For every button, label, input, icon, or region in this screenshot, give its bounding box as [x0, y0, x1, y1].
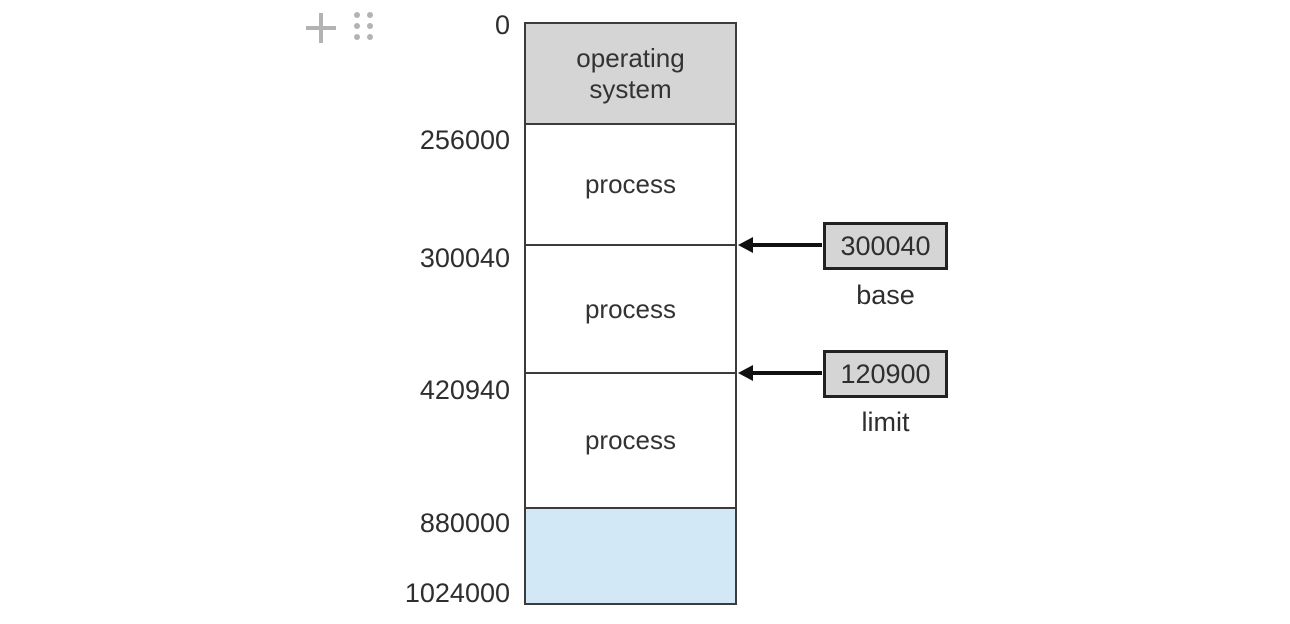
dot	[367, 12, 373, 18]
dot	[354, 34, 360, 40]
segment-process-1: process	[526, 125, 735, 246]
add-block-button[interactable]	[303, 10, 339, 46]
dot	[354, 23, 360, 29]
drag-handle-icon[interactable]	[354, 12, 373, 40]
address-label: 300040	[419, 243, 510, 273]
base-register-value: 300040	[840, 230, 931, 261]
limit-pointer-arrow	[738, 365, 823, 381]
base-pointer-arrow	[738, 237, 823, 253]
arrow-shaft	[750, 371, 822, 375]
limit-register-label: limit	[861, 407, 910, 437]
dot	[367, 23, 373, 29]
arrow-shaft	[750, 243, 822, 247]
dot	[354, 12, 360, 18]
segment-label: process	[584, 169, 677, 200]
segment-process-3: process	[526, 374, 735, 509]
address-label: 0	[494, 10, 510, 40]
base-register-label: base	[856, 280, 915, 310]
segment-operating-system: operating system	[526, 24, 735, 125]
segment-label: process	[584, 425, 677, 456]
plus-icon	[306, 13, 336, 43]
limit-register-value: 120900	[840, 358, 931, 389]
limit-register-box: 120900	[823, 350, 948, 398]
arrowhead-left-icon	[738, 365, 753, 381]
address-label: 1024000	[404, 578, 510, 608]
segment-process-2: process	[526, 246, 735, 374]
address-label: 880000	[419, 508, 510, 538]
segment-label: operating system	[576, 42, 685, 104]
address-label: 256000	[419, 125, 510, 155]
memory-column: operating system process process process	[524, 22, 737, 605]
arrowhead-left-icon	[738, 237, 753, 253]
base-register-box: 300040	[823, 222, 948, 270]
segment-label: process	[584, 293, 677, 324]
segment-free-hole	[526, 509, 735, 603]
address-label: 420940	[419, 375, 510, 405]
dot	[367, 34, 373, 40]
